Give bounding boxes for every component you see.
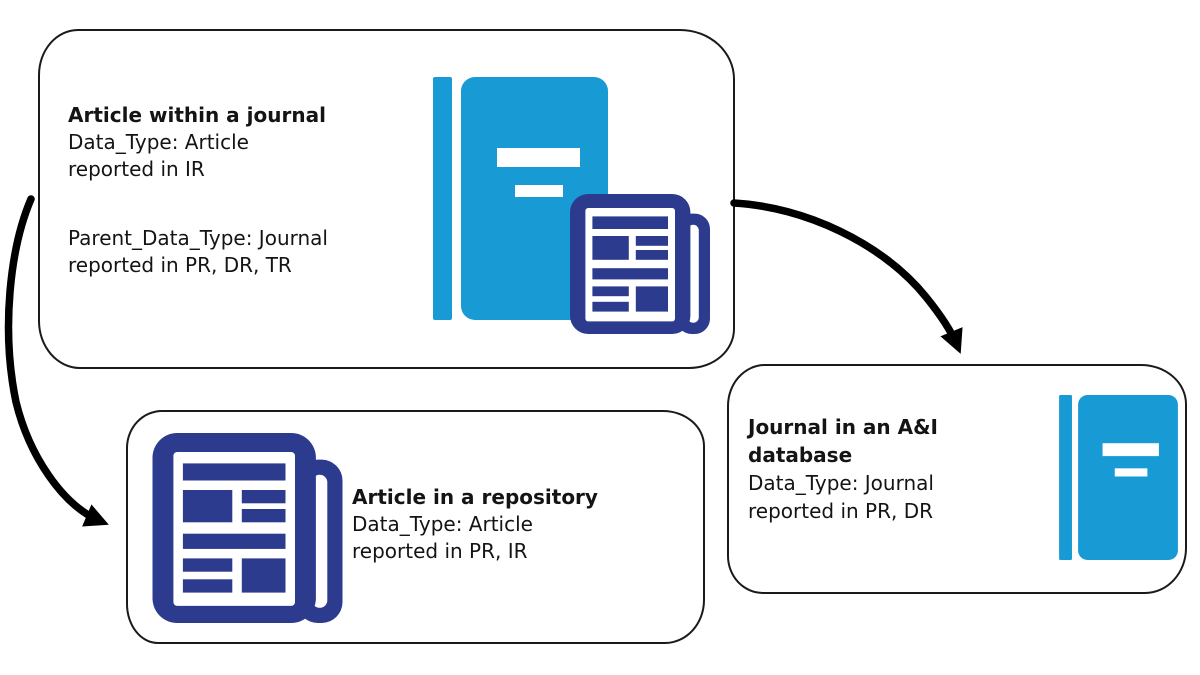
node-body-line: Data_Type: Journal xyxy=(748,471,934,495)
newspaper-icon xyxy=(152,433,343,623)
node-body-line: reported in PR, DR, TR xyxy=(68,253,292,277)
arrow-journal-to-ai-database xyxy=(730,199,963,354)
node-article-in-repository-text: Article in a repository Data_Type: Artic… xyxy=(352,484,598,565)
node-body-line: Parent_Data_Type: Journal xyxy=(68,226,328,250)
node-title: Article within a journal xyxy=(68,103,326,127)
node-article-within-journal-text: Article within a journal Data_Type: Arti… xyxy=(68,102,328,279)
journal-icon xyxy=(1059,395,1178,560)
node-body-line: reported in PR, IR xyxy=(352,539,528,563)
node-title: Journal in an A&I database xyxy=(748,415,938,467)
node-body-line: reported in PR, DR xyxy=(748,499,933,523)
node-body-line: reported in IR xyxy=(68,157,205,181)
node-journal-in-ai-database-text: Journal in an A&I database Data_Type: Jo… xyxy=(748,413,988,525)
node-title: Article in a repository xyxy=(352,485,598,509)
newspaper-icon xyxy=(570,194,710,334)
node-body-line: Data_Type: Article xyxy=(352,512,533,536)
blank-line xyxy=(68,183,328,225)
node-body-line: Data_Type: Article xyxy=(68,130,249,154)
